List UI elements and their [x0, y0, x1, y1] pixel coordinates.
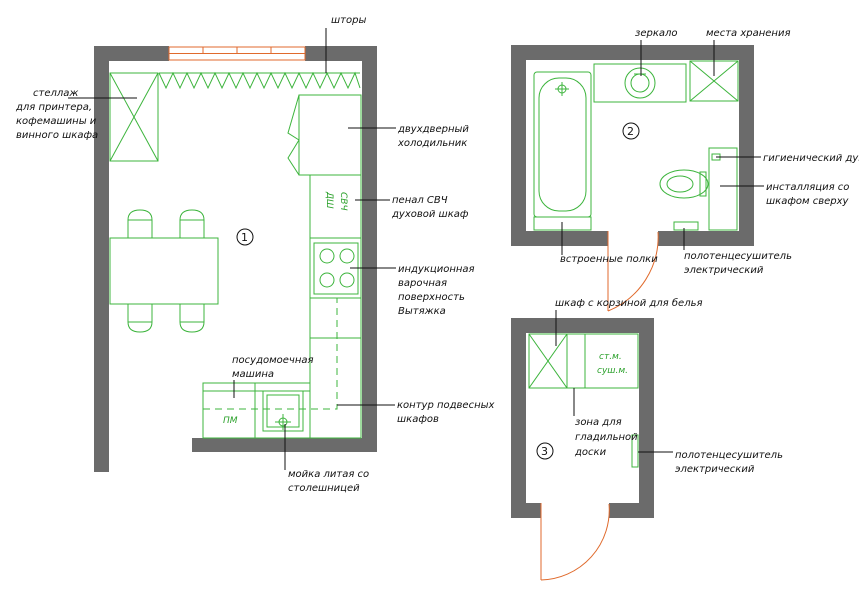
room-3-marker	[536, 442, 554, 460]
fridge	[287, 94, 362, 176]
towel-dryer-2-label-2: электрический	[684, 265, 764, 276]
fridge-label-1: двухдверный	[397, 124, 469, 135]
towel-dryer-3	[631, 434, 639, 468]
shelf-label-3: кофемашины и	[16, 116, 97, 127]
bath-wall-top	[511, 45, 754, 60]
storage-label: места хранения	[706, 28, 790, 39]
room-1-number: 1	[241, 231, 248, 244]
dining-table	[109, 209, 219, 333]
laundry-wall-bottom-left	[511, 503, 541, 518]
kitchen-wall-left	[94, 46, 109, 472]
toilet	[659, 169, 709, 199]
hygienic-shower-label: гигиенический душ	[763, 153, 859, 164]
ironing-zone-label-3: доски	[574, 447, 607, 458]
hob-label-4: Вытяжка	[398, 306, 446, 317]
installation	[708, 147, 738, 231]
counter-corner	[309, 337, 362, 439]
room-1-marker	[236, 228, 254, 246]
counter-right	[309, 297, 362, 339]
vanity-basin	[593, 63, 687, 103]
bath-wall-bottom-left	[511, 231, 608, 246]
towel-dryer-2-label-1: полотенцесушитель	[684, 251, 792, 262]
wall-cabinets-label-2: шкафов	[397, 414, 439, 425]
curtains	[158, 71, 361, 90]
shelf-label-4: винного шкафа	[16, 130, 98, 141]
kitchen-wall-top-left	[94, 46, 169, 61]
ironing-zone-label-2: гладильной	[575, 432, 638, 443]
laundry-wall-top	[511, 318, 654, 333]
sink-label-1: мойка литая со	[288, 469, 369, 480]
hob-label-1: индукционная	[398, 264, 475, 275]
bath-wall-bottom-right	[658, 231, 754, 246]
laundry-door	[540, 503, 610, 581]
room-2-marker	[622, 122, 640, 140]
shelf-label-1: стеллаж	[33, 88, 78, 99]
room-2-number: 2	[627, 125, 634, 138]
installation-label-1: инсталляция со	[766, 182, 849, 193]
dishwasher-label-1: посудомоечная	[232, 355, 314, 366]
shelf-label-2: для принтера,	[15, 102, 92, 113]
room-3-number: 3	[541, 445, 548, 458]
bathroom-room: 2	[511, 45, 754, 312]
kitchen-labels: шторы стеллаж для принтера, кофемашины и…	[15, 15, 495, 494]
sink	[262, 390, 304, 432]
bath-wall-left	[511, 45, 526, 246]
hob-label-3: поверхность	[398, 292, 465, 303]
laundry-labels: шкаф с корзиной для белья зона для глади…	[555, 297, 783, 475]
oven-label-1: пенал СВЧ	[392, 195, 448, 206]
pm-label: ПМ	[223, 416, 238, 426]
dishwasher-label-2: машина	[232, 369, 274, 380]
bath-wall-right	[739, 45, 754, 246]
dsh-label: ДШ	[324, 191, 334, 209]
laundry-cabinet	[528, 333, 568, 389]
fridge-label-2: холодильник	[397, 138, 467, 149]
ironing-zone-label-1: зона для	[575, 417, 622, 428]
kitchen-wall-top-right	[305, 46, 377, 61]
laundry-cabinet-label: шкаф с корзиной для белья	[555, 297, 703, 309]
kitchen-wall-right	[362, 46, 377, 438]
oven-column: СВЧ ДШ	[309, 174, 362, 239]
towel-dryer-2	[673, 221, 699, 231]
sushm-label: суш.м.	[597, 366, 628, 376]
towel-dryer-3-label-2: электрический	[675, 464, 755, 475]
shelf-unit	[109, 72, 159, 162]
curtains-label: шторы	[331, 15, 366, 26]
bathroom-labels: зеркало места хранения гигиенический душ…	[560, 28, 859, 276]
washer-dryer-stack: ст.м. суш.м.	[566, 333, 639, 389]
laundry-room: ст.м. суш.м. 3	[511, 318, 654, 581]
built-in-shelves-label: встроенные полки	[560, 254, 658, 265]
kitchen-room: СВЧ ДШ ПМ	[94, 46, 377, 472]
installation-label-2: шкафом сверху	[766, 196, 850, 207]
hob-label-2: варочная	[398, 278, 447, 289]
wall-cabinets-label-1: контур подвесных	[397, 400, 495, 411]
laundry-wall-left	[511, 318, 526, 518]
kitchen-window	[168, 46, 306, 61]
laundry-wall-right	[639, 318, 654, 518]
mirror-label: зеркало	[635, 28, 678, 39]
laundry-wall-bottom-right	[609, 503, 654, 518]
bathroom-door	[607, 231, 659, 312]
stm-label: ст.м.	[599, 352, 622, 362]
bathtub	[533, 71, 592, 218]
sink-label-2: столешницей	[288, 483, 360, 494]
oven-label-2: духовой шкаф	[391, 209, 469, 220]
svch-label: СВЧ	[338, 192, 348, 211]
wall-cabinets-outline	[203, 298, 338, 410]
towel-dryer-3-label-1: полотенцесушитель	[675, 450, 783, 461]
